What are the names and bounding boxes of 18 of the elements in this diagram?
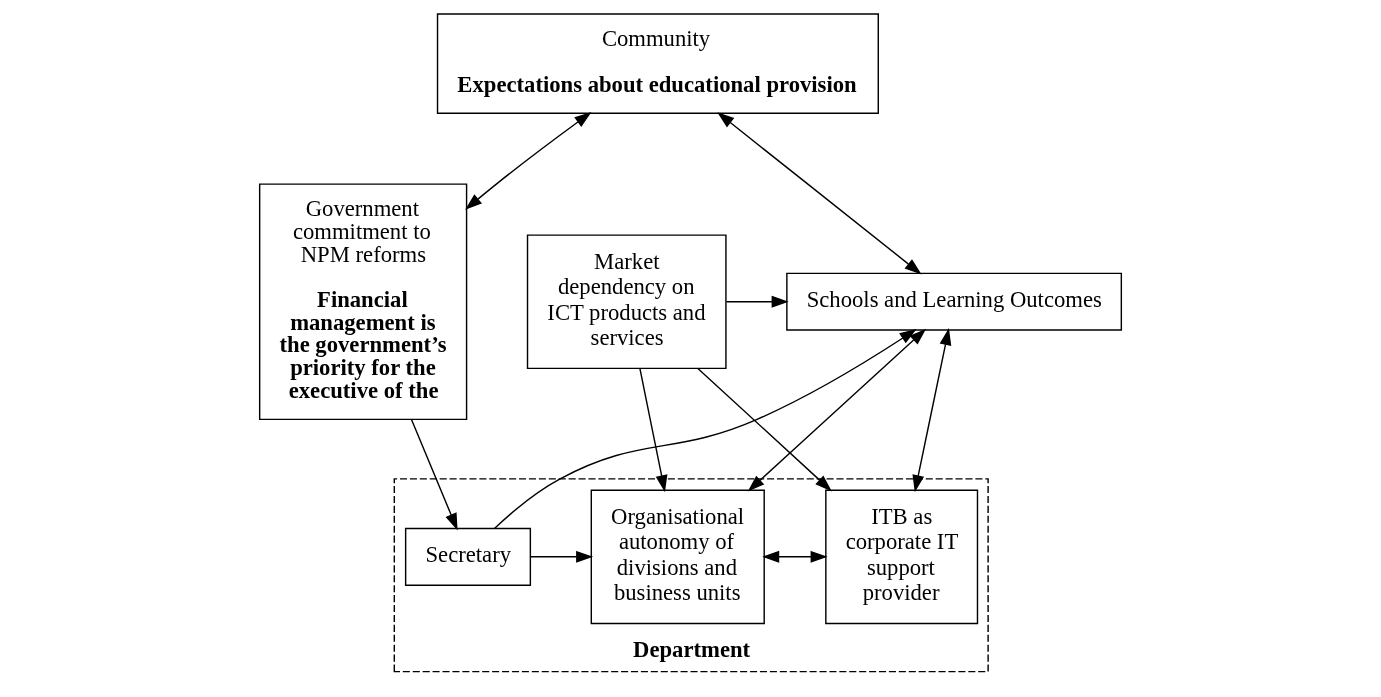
arrow [697,367,832,492]
arrow [747,328,927,492]
node-box: Market dependency on ICT products and services [526,234,727,370]
arrow [912,328,952,493]
node-box: Organisational autonomy of divisions and business units [590,489,765,625]
arrow [465,112,592,210]
arrow [493,328,917,530]
arrow [410,419,458,531]
node-box: Community Expectations about educational provision [436,13,879,114]
arrow [639,368,668,493]
arrow [529,550,594,563]
node-box: ITB as corporate IT support provider [825,489,979,625]
arrow [762,550,828,563]
arrow [717,112,922,275]
arrow [725,295,789,308]
node-box: Schools and Learning Outcomes [786,272,1123,331]
node-box: Government commitment to NPM reforms Financial management is the government’s priority for the executive of the [258,183,468,421]
node-box: Secretary [404,527,532,586]
